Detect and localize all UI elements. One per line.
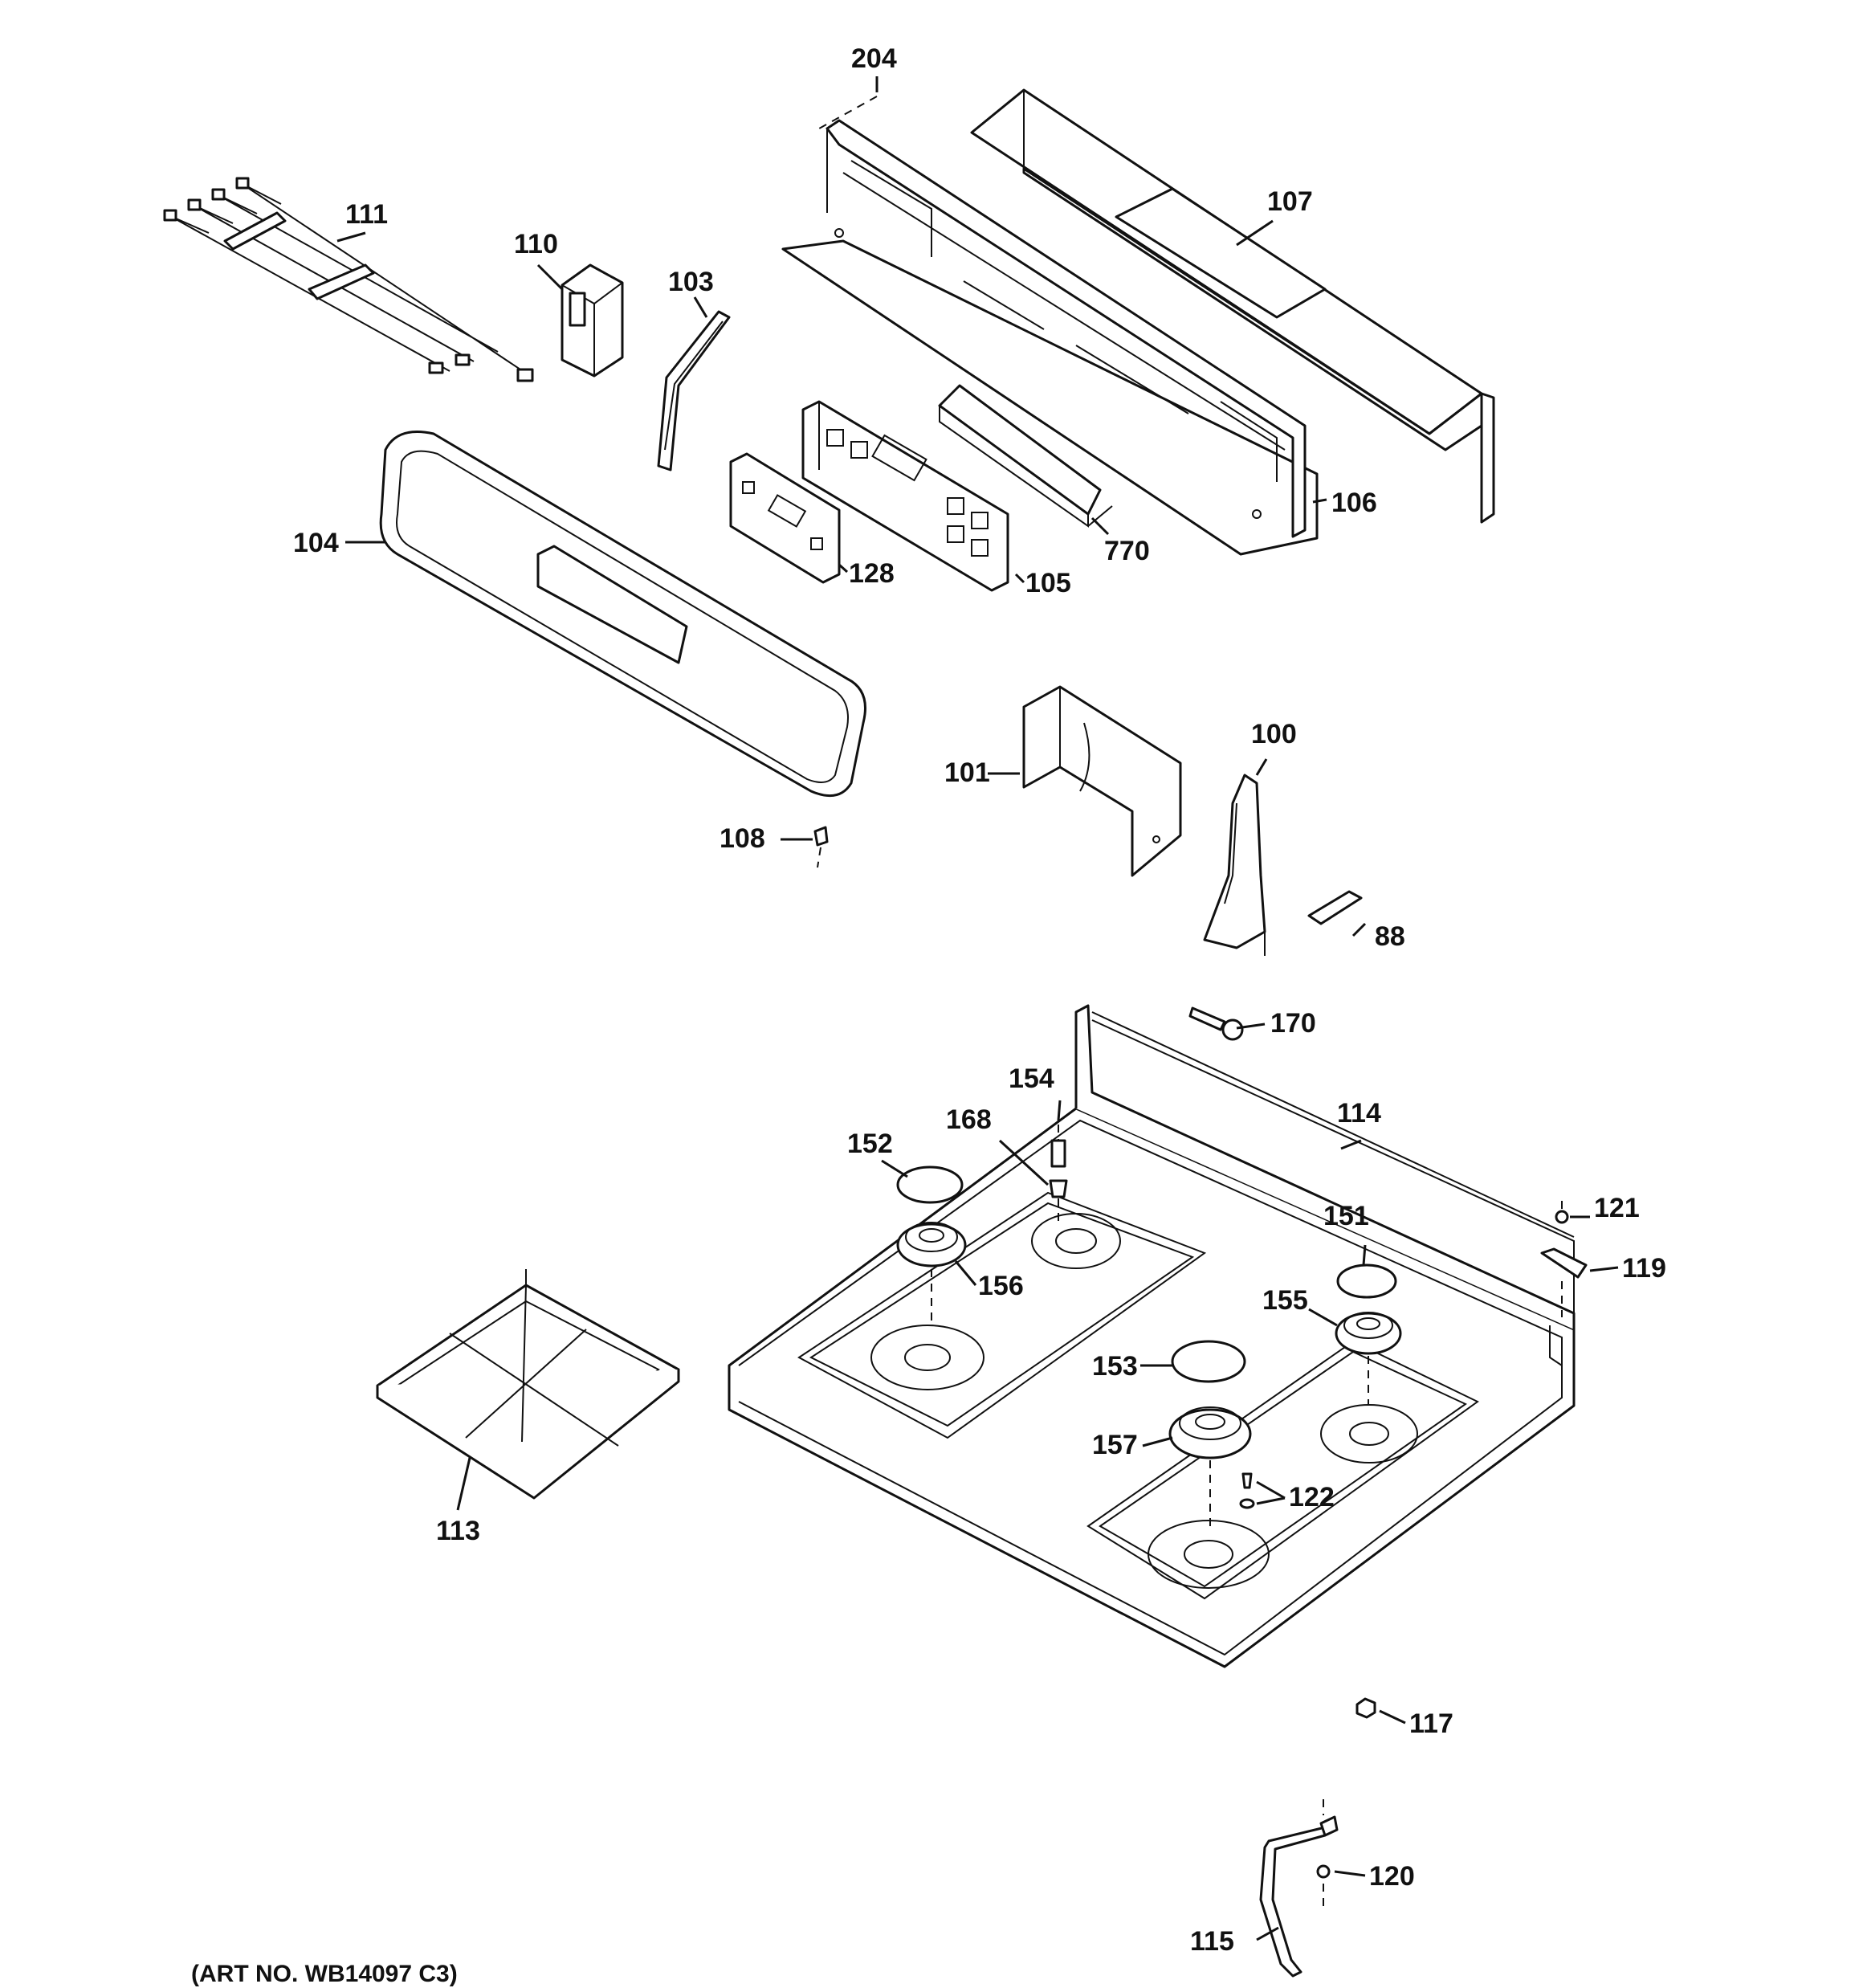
part-88-clip: [1307, 890, 1363, 925]
callout-104: 104: [293, 528, 339, 558]
part-170-screw: [1188, 1006, 1244, 1041]
callout-151: 151: [1323, 1201, 1369, 1231]
callout-107: 107: [1267, 186, 1313, 217]
part-121-screw: [1555, 1201, 1569, 1224]
part-103-bracket: [657, 310, 731, 471]
callout-110: 110: [514, 229, 558, 259]
part-119-bracket: [1540, 1247, 1588, 1317]
part-117-nut: [1355, 1697, 1376, 1719]
callout-117: 117: [1409, 1708, 1453, 1739]
art-number: (ART NO. WB14097 C3): [191, 1961, 458, 1987]
part-151-burner-cap: [1336, 1263, 1397, 1299]
callout-128: 128: [849, 558, 895, 589]
part-156-burner-head: [896, 1222, 967, 1325]
callout-113: 113: [436, 1516, 480, 1546]
part-113-grate: [376, 1269, 680, 1500]
callout-168: 168: [946, 1104, 992, 1135]
part-106-backguard: [781, 119, 1319, 556]
part-152-burner-cap: [896, 1165, 964, 1204]
callout-100: 100: [1251, 719, 1297, 749]
callout-88: 88: [1375, 921, 1405, 952]
part-120-screw: [1316, 1799, 1331, 1908]
part-770-bracket: [938, 384, 1113, 528]
part-110-spark-module: [561, 263, 624, 378]
part-101-shield: [1022, 685, 1182, 877]
callout-111: 111: [345, 199, 388, 230]
part-157-burner-head: [1168, 1406, 1252, 1526]
callout-770: 770: [1104, 536, 1150, 566]
callout-101: 101: [944, 757, 990, 788]
part-100-bracket: [1203, 774, 1266, 956]
part-122-screw: [1239, 1472, 1255, 1509]
part-105-control-board: [801, 400, 1009, 592]
callout-labels: 204 107 111 110 103 106 770 104 128 105 …: [191, 43, 1666, 1987]
callout-122: 122: [1289, 1482, 1335, 1512]
part-155-burner-head: [1335, 1312, 1402, 1406]
callout-119: 119: [1622, 1253, 1666, 1284]
callout-170: 170: [1270, 1008, 1316, 1039]
part-115-rod: [1259, 1815, 1339, 1978]
callout-114: 114: [1337, 1098, 1381, 1129]
part-153-burner-cap: [1171, 1340, 1246, 1383]
callout-152: 152: [847, 1129, 893, 1159]
callout-121: 121: [1594, 1193, 1640, 1223]
callout-153: 153: [1092, 1351, 1138, 1382]
callout-157: 157: [1092, 1430, 1138, 1460]
callout-155: 155: [1262, 1285, 1308, 1316]
callout-108: 108: [720, 823, 765, 854]
part-111-wire-harness: [163, 177, 534, 382]
part-108-screw: [813, 826, 829, 868]
part-114-cooktop: [728, 1004, 1576, 1668]
callout-103: 103: [668, 267, 714, 297]
part-154-orifice: [1050, 1125, 1066, 1168]
callout-156: 156: [978, 1271, 1024, 1301]
callout-120: 120: [1369, 1861, 1415, 1892]
callout-106: 106: [1331, 488, 1377, 518]
callout-115: 115: [1190, 1926, 1234, 1957]
callout-105: 105: [1025, 568, 1071, 598]
part-104-control-panel: [379, 431, 866, 798]
callout-204: 204: [851, 43, 897, 74]
part-107-top-cover: [970, 88, 1495, 524]
leader-lines: [336, 76, 1619, 1941]
callout-154: 154: [1009, 1063, 1054, 1094]
part-128-overlay: [729, 452, 841, 584]
part-168-orifice-hood: [1049, 1179, 1068, 1221]
